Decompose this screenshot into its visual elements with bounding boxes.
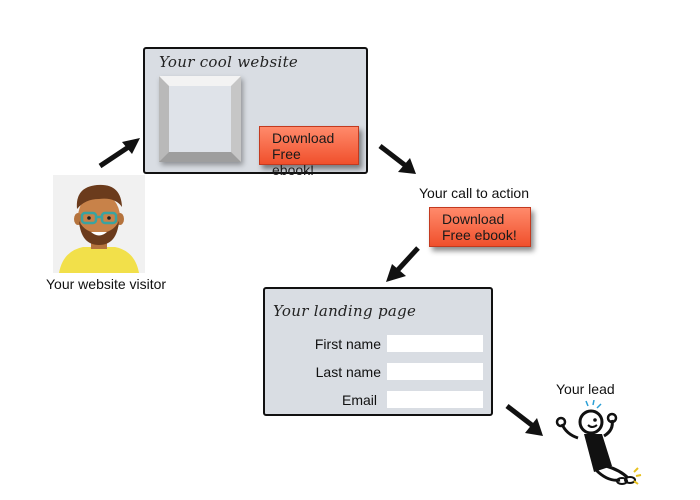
arrow-visitor-to-website: [98, 138, 140, 169]
website-download-button[interactable]: Download Free ebook!: [259, 126, 359, 178]
last-name-field[interactable]: [387, 363, 483, 380]
button-line-1: Download: [272, 130, 335, 146]
email-label: Email: [341, 392, 377, 408]
arrow-landing-to-lead: [505, 404, 543, 436]
button-line-2: Free ebook!: [442, 227, 517, 243]
visitor-avatar-icon: [53, 175, 145, 273]
landing-title: Your landing page: [273, 302, 417, 320]
landing-page-panel: Your landing page First name Last name E…: [263, 287, 493, 416]
first-name-field[interactable]: [387, 335, 483, 352]
first-name-label: First name: [314, 336, 381, 352]
cta-download-button[interactable]: Download Free ebook!: [429, 207, 531, 247]
arrow-cta-to-landing: [386, 246, 420, 282]
arrow-website-to-cta: [378, 144, 416, 174]
visitor-caption: Your website visitor: [46, 276, 167, 292]
lead-caption: Your lead: [556, 381, 615, 397]
cta-heading: Your call to action: [419, 185, 529, 201]
jumping-person-icon: [548, 399, 648, 495]
email-field[interactable]: [387, 391, 483, 408]
image-placeholder: [159, 76, 241, 162]
button-line-1: Download: [442, 211, 505, 227]
website-panel: Your cool website Download Free ebook!: [143, 47, 368, 178]
website-title: Your cool website: [159, 53, 299, 71]
last-name-label: Last name: [315, 364, 381, 380]
button-line-2: Free ebook!: [272, 146, 315, 178]
